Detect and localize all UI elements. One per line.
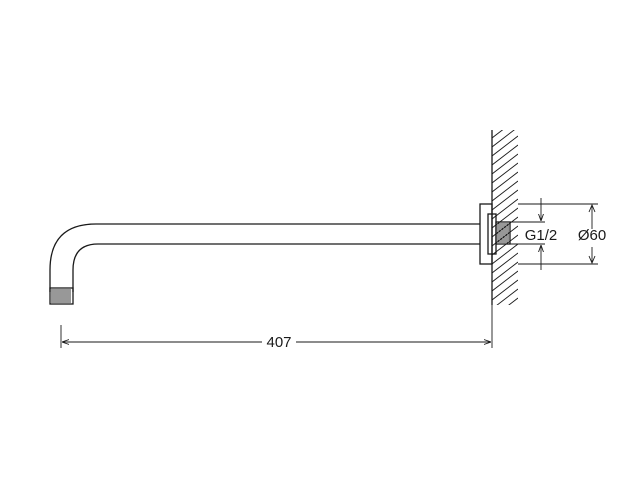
wall-hatch-line	[492, 109, 518, 129]
length-dimension: 407	[60, 305, 493, 351]
wall-hatch-line	[492, 100, 518, 120]
wall-hatch-line	[492, 162, 518, 184]
wall-hatch-line	[508, 297, 518, 305]
wall-hatch-line	[492, 130, 515, 148]
shower-arm	[49, 223, 480, 292]
wall-hatch-line	[492, 189, 518, 211]
wall-hatch-line	[492, 279, 518, 301]
wall-hatch-line	[492, 261, 518, 283]
wall-hatch-line	[496, 288, 518, 305]
diameter-label: Ø60	[578, 227, 606, 244]
wall-hatch-line	[492, 243, 518, 265]
thread-label: G1/2	[525, 227, 558, 244]
wall-hatch-line	[492, 270, 518, 292]
wall-hatch-line	[492, 153, 518, 175]
thread-dimension: G1/2	[510, 198, 557, 270]
wall-hatch-line	[492, 180, 518, 202]
wall-hatch-line	[492, 144, 518, 166]
wall	[491, 100, 518, 305]
wall-hatch-line	[492, 171, 518, 193]
threaded-outlet	[49, 287, 74, 305]
length-label: 407	[266, 334, 291, 351]
wall-flange	[479, 203, 511, 265]
diameter-dimension: Ø60	[518, 203, 606, 265]
wall-hatch-line	[492, 252, 518, 274]
wall-hatch-line	[492, 130, 504, 139]
wall-hatch-line	[492, 135, 518, 157]
